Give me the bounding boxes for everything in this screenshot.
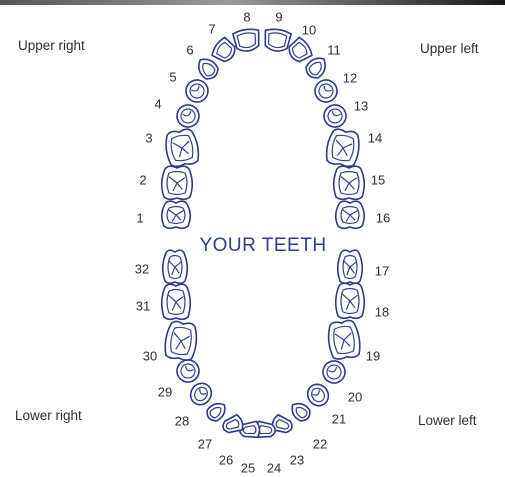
tooth-32 xyxy=(163,250,188,283)
tooth-number-11: 11 xyxy=(327,42,341,57)
tooth-number-13: 13 xyxy=(354,98,368,113)
tooth-number-28: 28 xyxy=(175,413,189,428)
tooth-number-30: 30 xyxy=(143,348,157,363)
tooth-20 xyxy=(319,357,348,386)
tooth-number-18: 18 xyxy=(375,304,389,319)
tooth-number-22: 22 xyxy=(313,436,327,451)
tooth-number-6: 6 xyxy=(186,42,193,57)
teeth-layer xyxy=(162,28,365,439)
tooth-3 xyxy=(163,128,200,168)
tooth-17 xyxy=(338,250,363,283)
tooth-number-3: 3 xyxy=(145,130,152,145)
tooth-21 xyxy=(303,380,332,409)
tooth-number-5: 5 xyxy=(169,69,176,84)
tooth-number-17: 17 xyxy=(375,263,389,278)
tooth-number-26: 26 xyxy=(219,452,233,467)
tooth-8 xyxy=(233,28,262,53)
tooth-30 xyxy=(163,320,198,361)
tooth-number-16: 16 xyxy=(376,210,390,225)
tooth-number-31: 31 xyxy=(136,298,150,313)
tooth-1 xyxy=(162,201,191,228)
tooth-number-14: 14 xyxy=(368,130,382,145)
chart-title: YOUR TEETH xyxy=(199,235,326,256)
tooth-2 xyxy=(162,166,193,199)
tooth-13 xyxy=(321,102,349,130)
tooth-22 xyxy=(288,399,313,424)
tooth-number-8: 8 xyxy=(243,9,250,24)
tooth-4 xyxy=(174,102,202,130)
tooth-5 xyxy=(182,76,212,106)
tooth-number-1: 1 xyxy=(136,210,143,225)
tooth-number-32: 32 xyxy=(135,261,149,276)
tooth-28 xyxy=(186,379,215,408)
tooth-18 xyxy=(336,283,365,318)
tooth-number-24: 24 xyxy=(267,460,281,475)
tooth-12 xyxy=(311,76,341,106)
tooth-number-19: 19 xyxy=(366,348,380,363)
tooth-number-15: 15 xyxy=(371,172,385,187)
tooth-number-25: 25 xyxy=(241,460,255,475)
tooth-number-20: 20 xyxy=(348,389,362,404)
tooth-9 xyxy=(263,28,292,53)
tooth-number-27: 27 xyxy=(198,436,212,451)
tooth-number-7: 7 xyxy=(208,21,215,36)
tooth-number-4: 4 xyxy=(154,96,161,111)
tooth-15 xyxy=(334,166,365,199)
tooth-number-29: 29 xyxy=(158,384,172,399)
tooth-number-12: 12 xyxy=(343,70,357,85)
tooth-number-23: 23 xyxy=(290,452,304,467)
tooth-14 xyxy=(324,128,361,168)
tooth-number-2: 2 xyxy=(139,172,146,187)
tooth-number-21: 21 xyxy=(332,411,346,426)
tooth-number-9: 9 xyxy=(275,9,282,24)
tooth-31 xyxy=(162,284,191,319)
tooth-19 xyxy=(326,319,361,360)
tooth-16 xyxy=(336,201,365,228)
tooth-number-10: 10 xyxy=(302,22,316,37)
